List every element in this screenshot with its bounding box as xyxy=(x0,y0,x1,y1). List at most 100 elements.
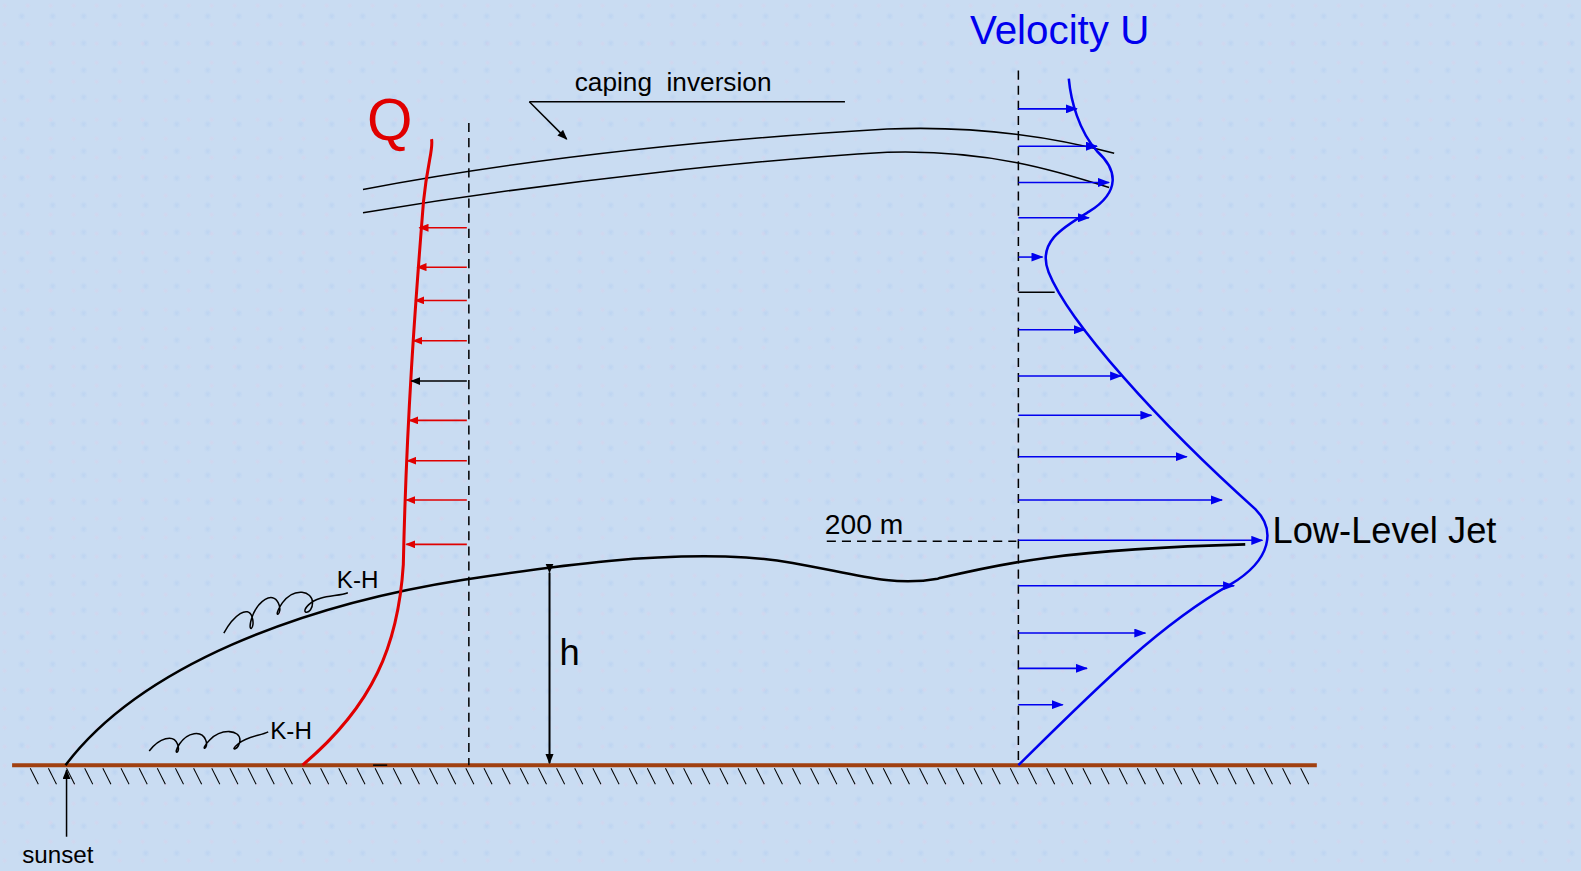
velocity-arrow xyxy=(1018,182,1109,184)
ground-hatch xyxy=(829,768,837,784)
ground-hatch xyxy=(901,768,909,784)
ground-hatch xyxy=(938,768,946,784)
ground-hatch xyxy=(920,768,928,784)
sunset-arrow xyxy=(66,770,68,837)
ground-hatch xyxy=(266,768,274,784)
ground-hatch xyxy=(175,768,183,784)
ground-hatch xyxy=(103,768,111,784)
ground-hatch xyxy=(1065,768,1073,784)
height-dimension xyxy=(549,573,551,764)
ground-hatch xyxy=(375,768,383,784)
velocity-arrow xyxy=(1018,456,1186,458)
height-value: 200 m xyxy=(825,511,903,539)
velocity-arrow xyxy=(1018,668,1087,670)
ground-hatch xyxy=(956,768,964,784)
ground-hatch xyxy=(1283,768,1291,784)
flux-arrow xyxy=(406,544,466,546)
ground-hatch xyxy=(684,768,692,784)
ground-hatch xyxy=(720,768,728,784)
velocity-arrow xyxy=(1018,145,1097,147)
ground-hatch xyxy=(557,768,565,784)
ground-hatch xyxy=(48,768,56,784)
ground-hatch xyxy=(1301,768,1309,784)
ground-hatch xyxy=(1028,768,1036,784)
kh-wave xyxy=(224,592,348,633)
inversion-label: caping inversion xyxy=(575,69,772,95)
velocity-arrow xyxy=(1018,540,1262,542)
ground-line xyxy=(12,763,1317,767)
ground-hatch xyxy=(1047,768,1055,784)
tick xyxy=(373,764,387,766)
ground-hatch xyxy=(1137,768,1145,784)
ground-hatch xyxy=(774,768,782,784)
ground-hatch xyxy=(1246,768,1254,784)
flux-arrow xyxy=(409,420,466,422)
ground-hatch xyxy=(575,768,583,784)
ground-hatch xyxy=(883,768,891,784)
ground-hatch xyxy=(1119,768,1127,784)
velocity-arrow xyxy=(1018,704,1062,706)
ground-hatch xyxy=(1192,768,1200,784)
flux-arrow xyxy=(413,340,466,342)
ground-hatch xyxy=(1210,768,1218,784)
flux-arrow xyxy=(407,460,466,462)
ground-hatch xyxy=(230,768,238,784)
ground-hatch xyxy=(393,768,401,784)
ground-hatch xyxy=(629,768,637,784)
ground-hatch xyxy=(1156,768,1164,784)
flux-arrow xyxy=(415,300,466,302)
ground-hatch xyxy=(139,768,147,784)
ground-hatch xyxy=(212,768,220,784)
flux-arrow xyxy=(419,227,466,229)
ground-hatch xyxy=(1264,768,1272,784)
ground-hatch xyxy=(67,768,75,784)
velocity-profile xyxy=(1018,79,1267,766)
ground-hatch xyxy=(738,768,746,784)
ground-hatch xyxy=(502,768,510,784)
height-marker xyxy=(827,541,1017,543)
heat-flux-profile xyxy=(302,139,431,765)
ground-hatch xyxy=(593,768,601,784)
velocity-arrow xyxy=(1018,415,1151,417)
velocity-arrow xyxy=(1018,632,1145,634)
leader-line xyxy=(529,101,845,103)
ground-hatch xyxy=(85,768,93,784)
jet-label: Low-Level Jet xyxy=(1272,513,1496,549)
flux-arrow xyxy=(406,499,466,501)
ground-hatch xyxy=(448,768,456,784)
kh-label: K-H xyxy=(337,568,379,592)
axis-dashed xyxy=(468,123,470,765)
sunset-label: sunset xyxy=(22,843,93,867)
ground-hatch xyxy=(430,768,438,784)
ground-hatch xyxy=(811,768,819,784)
velocity-arrow xyxy=(1018,585,1234,587)
ground-hatch xyxy=(1228,768,1236,784)
leader-line xyxy=(529,102,566,139)
ground-hatch xyxy=(665,768,673,784)
velocity-arrow xyxy=(1018,256,1042,258)
flux-label: Q xyxy=(367,91,412,149)
ground-hatch xyxy=(157,768,165,784)
ground-hatch xyxy=(466,768,474,784)
ground-hatch xyxy=(1083,768,1091,784)
ground-hatch xyxy=(121,768,129,784)
kh-label: K-H xyxy=(270,719,312,743)
velocity-arrow xyxy=(1018,108,1076,110)
ground-hatch xyxy=(321,768,329,784)
ground-hatch xyxy=(847,768,855,784)
velocity-arrow xyxy=(1018,329,1085,331)
ground-hatch xyxy=(974,768,982,784)
velocity-arrow xyxy=(1018,375,1121,377)
ground-hatch xyxy=(647,768,655,784)
ground-hatch xyxy=(357,768,365,784)
ground-hatch xyxy=(611,768,619,784)
ground-hatch xyxy=(248,768,256,784)
ground-hatch xyxy=(520,768,528,784)
flux-arrow xyxy=(411,380,466,382)
ground-hatch xyxy=(1174,768,1182,784)
velocity-arrow xyxy=(1018,217,1089,219)
height-label: h xyxy=(560,635,580,671)
velocity-arrow xyxy=(1018,499,1222,501)
